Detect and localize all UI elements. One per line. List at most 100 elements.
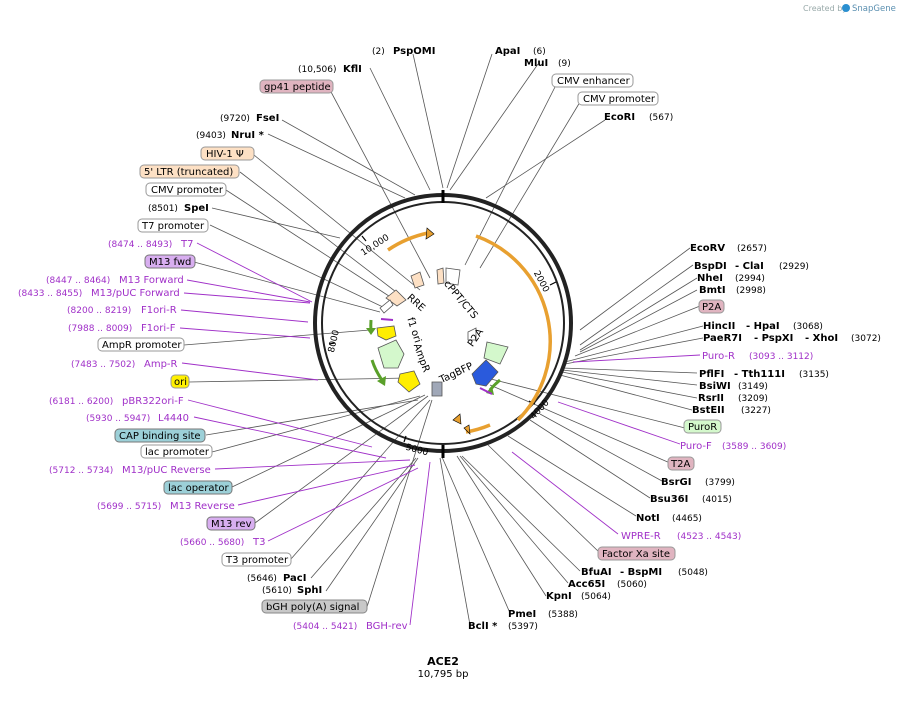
box-puror: PuroR	[683, 419, 722, 434]
primer-range-m13puc-forward: (8433 .. 8455)	[18, 289, 82, 299]
feature-p2a-box	[467, 327, 477, 341]
box-text-hiv1-psi: HIV-1 Ψ	[206, 149, 244, 160]
feature-ori-arrow	[397, 370, 421, 393]
enzyme-name-mlui: MluI	[524, 58, 548, 69]
primer-name-wpre-r: WPRE-R	[621, 531, 661, 542]
enzyme-pos-paci: (5646)	[247, 574, 277, 584]
enzyme-name-sphi: SphI	[297, 585, 322, 596]
enzyme-pos-pflfi: (3135)	[799, 370, 829, 380]
enzyme-pos-ecori: (567)	[649, 113, 673, 123]
enzyme-pos-nhei: (2994)	[735, 274, 765, 284]
enzyme-name-ecorv: EcoRV	[690, 243, 725, 254]
enzyme-name-acc65i: Acc65I	[568, 579, 605, 590]
enzymes-right: EcoRV (2657) BspDI - ClaI (2929) NheI (2…	[468, 243, 881, 632]
enzyme-name-ecori: EcoRI	[604, 112, 635, 123]
enzyme-pos-rsrii: (3209)	[738, 394, 768, 404]
enzyme-pos-kpni: (5064)	[581, 592, 611, 602]
feature-label-rre: RRE	[405, 292, 427, 314]
box-hiv1-psi: HIV-1 Ψ	[200, 146, 255, 161]
primer-range-t3: (5660 .. 5680)	[180, 538, 244, 548]
primer-name-m13-reverse: M13 Reverse	[170, 501, 235, 512]
primer-range-pbr322ori-f: (6181 .. 6200)	[49, 397, 113, 407]
enzyme-name-bspmi: - BspMI	[620, 567, 662, 578]
box-gp41: gp41 peptide	[259, 79, 334, 94]
orange-arc-top-left	[387, 231, 429, 252]
box-text-lac-promoter: lac promoter	[145, 447, 210, 458]
box-t2a: T2A	[667, 456, 695, 471]
primer-range-m13-forward: (8447 .. 8464)	[46, 276, 110, 286]
enzyme-pos-paer7i: (3072)	[851, 334, 881, 344]
enzyme-name-bmti: BmtI	[699, 285, 726, 296]
primer-name-pbr322ori-f: pBR322ori-F	[122, 396, 184, 407]
enzyme-name-bsteii: BstEII	[692, 405, 725, 416]
box-text-p2a: P2A	[702, 302, 721, 313]
enzyme-pos-bsteii: (3227)	[741, 406, 771, 416]
feature-label-cppt: cPPT/CTS	[441, 279, 479, 322]
primer-range-m13-reverse: (5699 .. 5715)	[97, 502, 161, 512]
feature-label-f1ori: f1 ori	[404, 316, 423, 344]
box-text-cmv-promoter-left: CMV promoter	[151, 185, 224, 196]
primer-name-t3: T3	[252, 537, 265, 548]
box-lac-operator: lac operator	[163, 480, 233, 495]
green-arrowhead-2	[377, 376, 386, 386]
enzyme-name-pspomi: PspOMI	[393, 46, 435, 57]
box-cmv-enhancer: CMV enhancer	[551, 73, 634, 88]
enzyme-name-noti: NotI	[636, 513, 660, 524]
enzyme-name-xhoi: - XhoI	[805, 333, 838, 344]
box-lac-promoter: lac promoter	[140, 444, 213, 459]
enzyme-name-bfuai: BfuAI	[581, 567, 612, 578]
feature-puror-arrow	[483, 341, 509, 365]
feature-f1-ori	[376, 325, 397, 341]
primer-range-t7: (8474 .. 8493)	[108, 240, 172, 250]
primer-name-m13-forward: M13 Forward	[119, 275, 184, 286]
enzyme-name-hincii: HincII	[703, 321, 735, 332]
enzyme-name-nrui: NruI *	[231, 130, 265, 141]
enzyme-pos-bspdi: (2929)	[779, 262, 809, 272]
enzyme-name-rsrii: RsrII	[698, 393, 724, 404]
plasmid-title: ACE2 10,795 bp	[418, 655, 469, 680]
enzyme-pos-sphi: (5610)	[262, 586, 292, 596]
box-text-m13-rev: M13 rev	[211, 519, 252, 530]
enzyme-pos-kfli: (10,506)	[298, 65, 337, 75]
primer-range-bgh-rev: (5404 .. 5421)	[293, 622, 357, 632]
box-ampr-promoter: AmpR promoter	[97, 337, 185, 352]
box-text-puror: PuroR	[688, 422, 717, 433]
enzyme-name-apai: ApaI	[495, 46, 520, 57]
box-text-gp41: gp41 peptide	[264, 82, 331, 93]
orange-arrowhead-1	[425, 227, 435, 240]
enzyme-pos-pspomi: (2)	[372, 47, 385, 57]
tick-label-10000: 10,000	[359, 233, 391, 259]
credit-brand: SnapGene	[852, 4, 896, 14]
feature-arrows	[376, 267, 509, 397]
primer-name-t7: T7	[180, 239, 193, 250]
primer-range-l4440: (5930 .. 5947)	[86, 414, 150, 424]
primer-name-amp-r: Amp-R	[144, 359, 178, 370]
enzyme-pos-hincii: (3068)	[793, 322, 823, 332]
feature-bgh-box	[431, 381, 443, 397]
enzyme-name-tth111i: - Tth111I	[734, 369, 785, 380]
enzyme-name-kpni: KpnI	[546, 591, 572, 602]
orange-arrowheads	[425, 227, 471, 435]
primer-range-puro-r: (3093 .. 3112)	[749, 352, 813, 362]
primer-name-m13puc-reverse: M13/pUC Reverse	[122, 465, 211, 476]
box-factor-xa: Factor Xa site	[597, 546, 676, 561]
box-cap-binding: CAP binding site	[114, 428, 206, 443]
box-5ltr: 5' LTR (truncated)	[139, 164, 240, 179]
enzyme-pos-fsei: (9720)	[220, 114, 250, 124]
credit-text: Created by	[803, 4, 847, 13]
box-ori: ori	[170, 374, 190, 389]
feature-cmv-small	[379, 299, 394, 314]
primer-ticks	[380, 318, 493, 395]
primer-lines	[179, 242, 701, 626]
enzyme-name-bspdi: BspDI	[694, 261, 727, 272]
primer-labels: (8474 .. 8493) T7 (8447 .. 8464) M13 For…	[18, 239, 813, 632]
enzyme-pos-bmti: (2998)	[736, 286, 766, 296]
primer-name-f1ori-r: F1ori-R	[141, 305, 177, 316]
feature-tagbfp-arrow	[471, 359, 499, 387]
box-text-t3-promoter: T3 promoter	[225, 555, 289, 566]
enzyme-pos-mlui: (9)	[558, 59, 571, 69]
primer-range-f1ori-r: (8200 .. 8219)	[67, 306, 131, 316]
box-text-cmv-promoter-top: CMV promoter	[583, 94, 656, 105]
enzyme-name-bsu36i: Bsu36I	[650, 494, 688, 505]
primer-range-wpre-r: (4523 .. 4543)	[677, 532, 741, 542]
